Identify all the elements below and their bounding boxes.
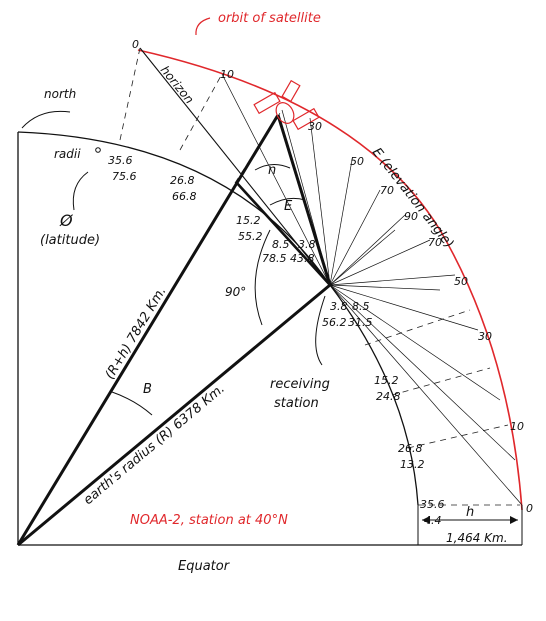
zenith-line [235,181,331,286]
satellite-icon [253,79,320,131]
earth-radius-label: earth's radius (R) 6378 Km. [81,381,228,508]
angle-e-label: E [284,199,293,214]
angle-b-label: B [143,382,152,397]
rh-line [16,114,280,546]
elevation-tick-50b: 50 [454,275,468,288]
radii-10-top: 35.6 [420,498,445,511]
elevation-tick-70: 70 [380,184,394,197]
north-label: north [44,87,76,101]
radii-1-top: 35.6 [108,154,133,167]
radii-label: radii [54,147,81,161]
elevation-tick-50: 50 [350,155,364,168]
latitude-symbol: Ø [59,211,73,230]
elevation-rays [221,73,523,506]
radii-1-bottom: 75.6 [112,170,137,183]
receiving-label: receiving [270,377,330,392]
latitude-label: (latitude) [40,233,100,248]
elevation-tick-70b: 70 [428,236,442,249]
earth-surface-arc [17,131,419,506]
latitude-pointer [72,171,89,211]
radii-5-bottom: 43.8 [290,252,315,265]
horizon-line [139,47,331,286]
elevation-tick-10: 10 [220,68,234,81]
radii-degree-mark [95,147,101,153]
rh-distance-label: (R+h) 7842 Km. [103,284,170,382]
radii-9-bottom: 13.2 [400,458,425,471]
north-pointer [21,110,71,129]
h-arrow-left [422,516,430,524]
elevation-angle-label: E (elevation angle) [369,145,456,251]
radii-7-top: 56.2 [322,316,347,329]
angle-b-arc [111,391,153,416]
radii-2-bottom: 66.8 [172,190,197,203]
station-pointer [315,295,326,366]
radii-6-top: 3.8 [330,300,348,313]
radii-4-bottom: 3.8 [298,238,316,251]
equator-label: Equator [178,559,231,574]
h-value-label: 1,464 Km. [446,531,508,545]
radii-3-top: 15.2 [236,214,261,227]
angle-e-arc [269,197,306,206]
angle-n-arc [254,164,291,171]
radii-9-top: 26.8 [398,442,423,455]
orbit-label: orbit of satellite [218,11,321,26]
elevation-tick-0: 0 [132,38,139,51]
horizon-label: horizon [158,63,197,106]
elevation-tick-0b: 0 [526,502,533,515]
elevation-tick-90: 90 [404,210,418,223]
elevation-tick-30: 30 [308,120,322,133]
radii-8-top: 15.2 [374,374,399,387]
angle-90-arc [254,229,271,326]
elevation-tick-30b: 30 [478,330,492,343]
h-arrow-right [510,516,518,524]
orbit-pointer [195,17,211,36]
station-label: station [274,396,319,411]
radii-2-top: 26.8 [170,174,195,187]
radii-5-top: 78.5 [262,252,287,265]
angle-90-label: 90° [225,285,246,299]
radii-7-bottom: 31.5 [348,316,373,329]
caption: NOAA-2, station at 40°N [130,513,288,528]
radii-4-top: 8.5 [272,238,290,251]
h-label: h [466,505,474,520]
angle-n-label: n [268,163,276,178]
orbit-arc [137,49,523,511]
radii-6-bottom: 8.5 [352,300,370,313]
earth-radius-line [17,283,331,547]
elevation-tick-10b: 10 [510,420,524,433]
radii-3-bottom: 55.2 [238,230,263,243]
radii-8-bottom: 24.8 [376,390,401,403]
